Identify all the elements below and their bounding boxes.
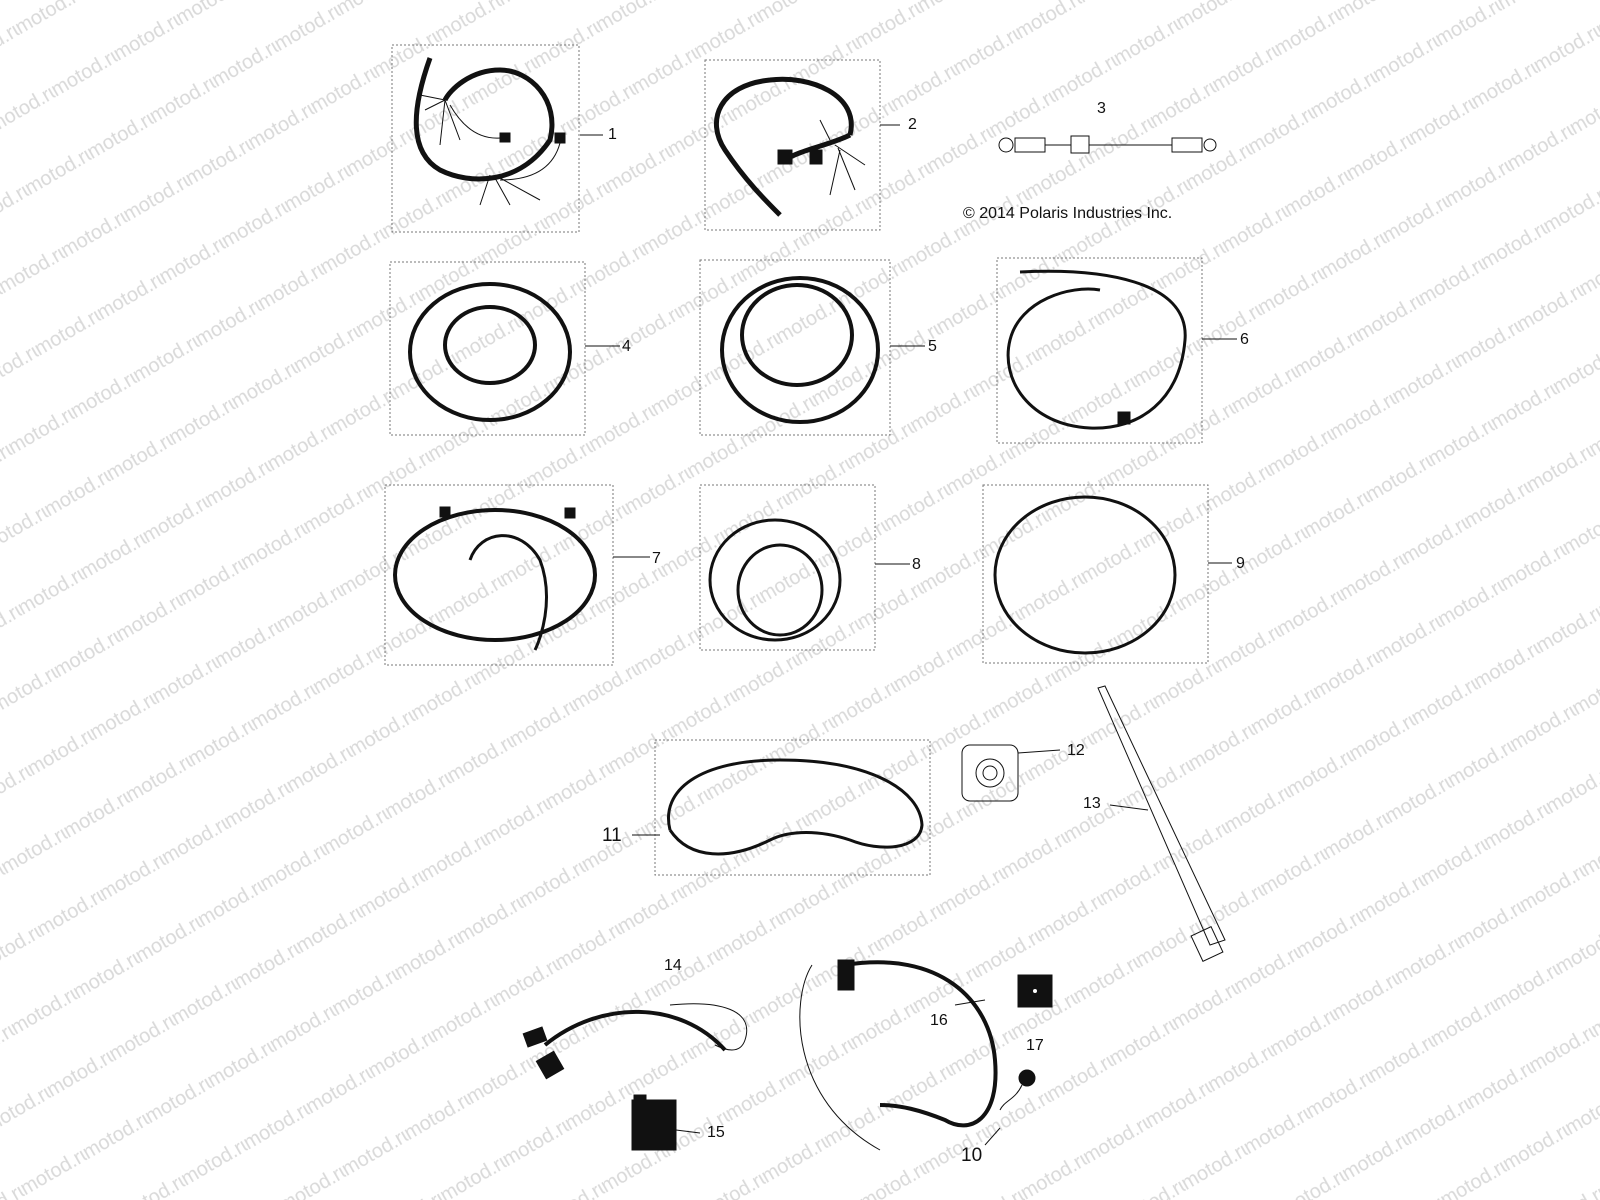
part-10-sensor[interactable] [984,1069,1036,1146]
part-15-relay[interactable] [631,1094,701,1151]
callout-10: 10 [961,1145,983,1166]
part-5-harness[interactable] [699,259,925,436]
part-4-harness[interactable] [389,261,620,436]
part-8-harness[interactable] [699,484,910,651]
callout-4: 4 [622,338,631,355]
callout-13: 13 [1083,795,1101,812]
part-3-fuse-link[interactable] [998,135,1217,154]
callout-15: 15 [707,1124,725,1141]
callout-16: 16 [930,1012,948,1029]
part-11-main-harness[interactable] [632,739,931,876]
callout-2: 2 [908,116,917,133]
callout-1: 1 [608,126,617,143]
part-1-harness[interactable] [391,44,603,233]
callout-14: 14 [664,957,682,974]
part-13-cable-tie[interactable] [1097,685,1226,963]
copyright-notice: © 2014 Polaris Industries Inc. [963,205,1173,222]
callout-12: 12 [1067,742,1085,759]
callout-17: 17 [1026,1037,1044,1054]
callout-11: 11 [602,825,622,846]
part-16-harness[interactable] [799,959,998,1151]
part-6-harness[interactable] [996,257,1237,444]
part-14-harness[interactable] [522,1003,748,1080]
part-9-harness[interactable] [982,484,1232,664]
callout-3: 3 [1097,100,1106,117]
callout-6: 6 [1240,331,1249,348]
part-7-harness[interactable] [384,484,650,666]
part-2-harness[interactable] [704,59,900,231]
part-17-pad[interactable] [1017,974,1053,1008]
callout-9: 9 [1236,555,1245,572]
callout-8: 8 [912,556,921,573]
part-12-cable-tie-mount[interactable] [961,744,1061,802]
callout-7: 7 [652,550,661,567]
callout-5: 5 [928,338,937,355]
